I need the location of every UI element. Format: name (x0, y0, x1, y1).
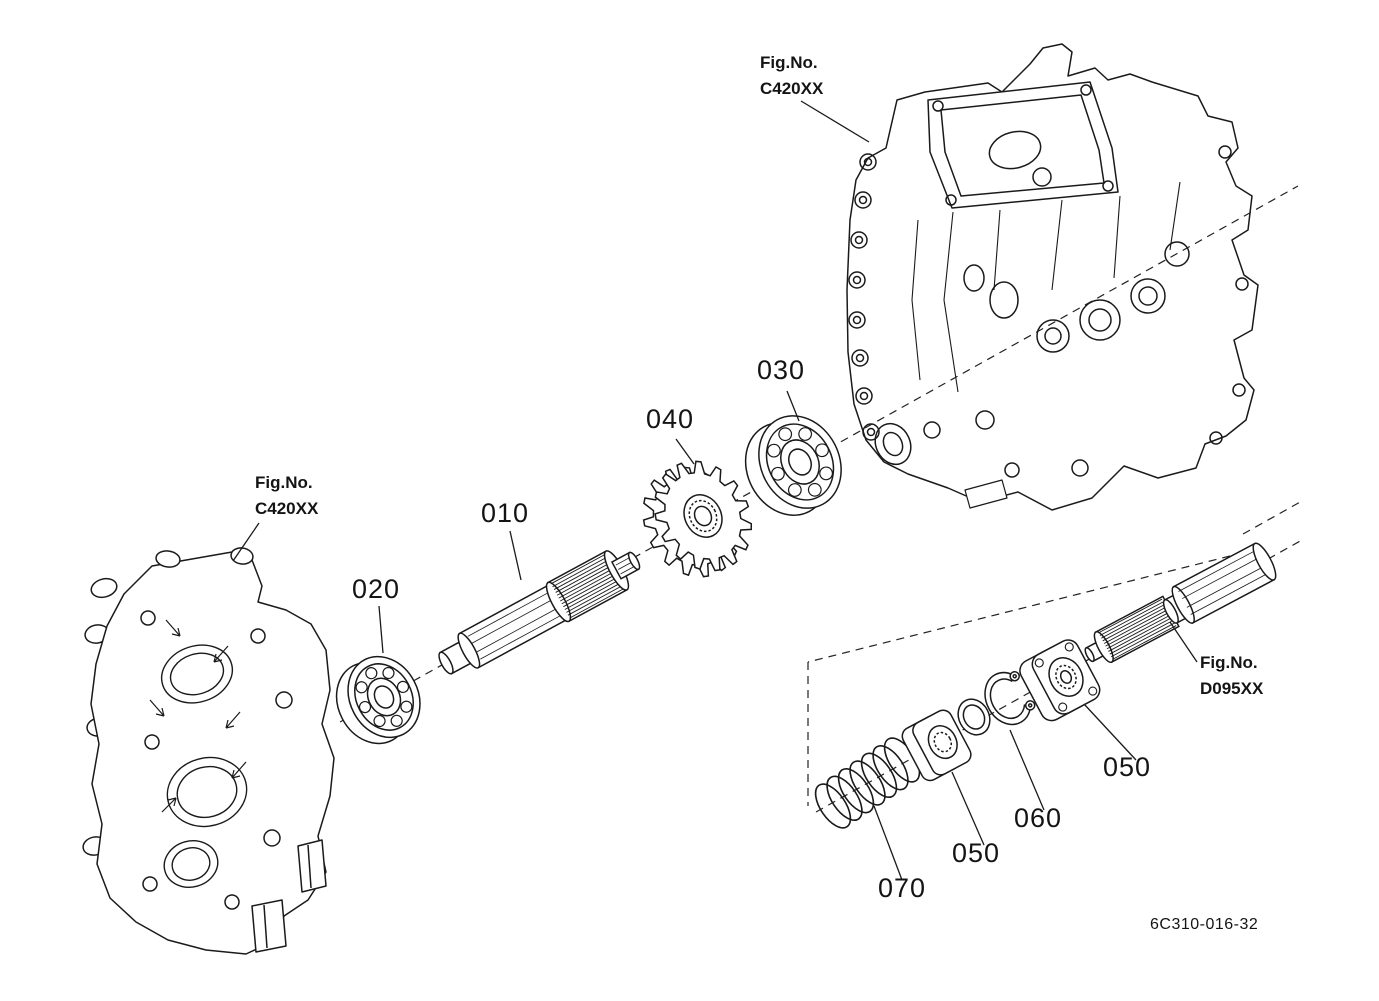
drawing-code: 6C310-016-32 (1150, 916, 1259, 933)
fig-ref-front-case: Fig.No. C420XX (255, 470, 318, 521)
fig-ref-pto-shaft-line1: Fig.No. (1200, 653, 1258, 672)
main-axis-dashed-extension (864, 185, 1299, 429)
shaft-continuation-dashed-line (1242, 500, 1303, 535)
part-callout-070: 070 (878, 873, 927, 903)
coupling-050-rear (1019, 639, 1101, 722)
rib-arrow-marks (149, 619, 247, 813)
washer-ring (957, 698, 991, 736)
snap-ring-060 (984, 670, 1036, 726)
flange-bolt-holes (848, 153, 880, 441)
leader-lines (232, 100, 1198, 881)
fig-ref-pto-shaft-line2: D095XX (1200, 678, 1264, 698)
bearing-030-balls (767, 427, 833, 497)
shaft-spline-lines (550, 553, 625, 619)
part-callout-060: 060 (1014, 803, 1063, 833)
fig-ref-front-case-line1: Fig.No. (255, 473, 313, 492)
part-callout-020: 020 (352, 574, 401, 604)
case-rib-lines (911, 181, 1181, 393)
coupling-050-front (901, 709, 972, 782)
part-callout-030: 030 (757, 355, 806, 385)
gear-040 (642, 460, 753, 578)
ball-bearing-020 (335, 655, 421, 745)
interior-bosses (923, 241, 1190, 478)
pto-shaft-spline-lines (1098, 598, 1177, 660)
part-callout-010: 010 (481, 498, 530, 528)
fig-ref-rear-case: Fig.No. C420XX (760, 50, 823, 101)
part-callout-050-front: 050 (952, 838, 1001, 868)
transmission-case-front (82, 547, 335, 955)
fig-ref-front-case-line2: C420XX (255, 498, 319, 518)
drive-shaft-010 (438, 550, 641, 675)
part-callout-050-rear: 050 (1103, 752, 1152, 782)
pto-shaft-d095 (1084, 542, 1277, 664)
ball-bearing-030 (744, 415, 842, 516)
boundary-dashed-line-upper (807, 555, 1231, 663)
transmission-case-rear (846, 43, 1259, 511)
fig-ref-rear-case-line1: Fig.No. (760, 53, 818, 72)
front-case-outline (90, 551, 335, 955)
fig-ref-pto-shaft: Fig.No. D095XX (1200, 650, 1263, 701)
fig-ref-rear-case-line2: C420XX (760, 78, 824, 98)
part-callout-040: 040 (646, 404, 695, 434)
